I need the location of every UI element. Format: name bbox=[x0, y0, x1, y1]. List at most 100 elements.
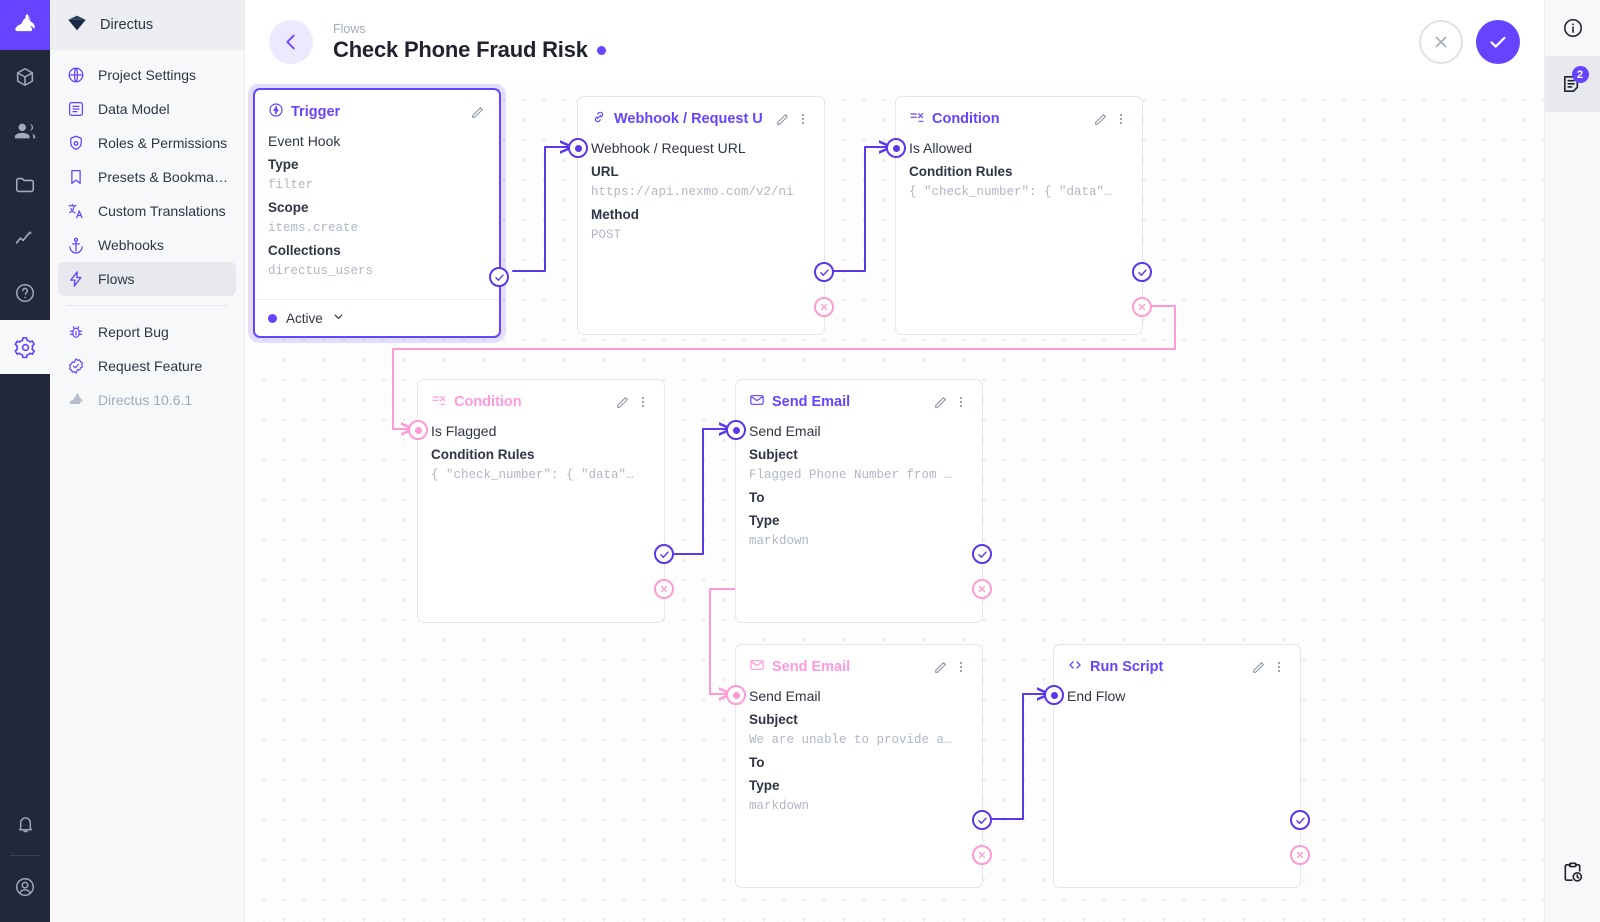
field-value: https://api.nexmo.com/v2/ni bbox=[591, 185, 794, 199]
sidebar-item-roles-permissions[interactable]: Roles & Permissions bbox=[58, 126, 236, 160]
field-value: markdown bbox=[749, 534, 810, 548]
port-in[interactable] bbox=[886, 138, 906, 158]
module-rail bbox=[0, 0, 50, 922]
port-reject[interactable] bbox=[814, 297, 834, 317]
edit-pencil-icon[interactable] bbox=[775, 111, 791, 127]
more-options-icon[interactable] bbox=[795, 111, 811, 127]
module-settings-icon[interactable] bbox=[0, 320, 50, 374]
rabbit-logo-icon[interactable] bbox=[0, 0, 50, 50]
cancel-button[interactable] bbox=[1419, 20, 1463, 64]
port-resolve[interactable] bbox=[972, 810, 992, 830]
node-type-label: Condition bbox=[932, 111, 1000, 127]
port-in[interactable] bbox=[408, 420, 428, 440]
flow-canvas[interactable]: Trigger Event Hook Type filter Scope it bbox=[245, 84, 1544, 922]
clipboard-clock-icon[interactable] bbox=[1545, 844, 1600, 900]
module-help-icon[interactable] bbox=[0, 266, 50, 320]
port-resolve[interactable] bbox=[972, 544, 992, 564]
more-options-icon[interactable] bbox=[953, 394, 969, 410]
revisions-icon[interactable]: 2 bbox=[1544, 56, 1600, 112]
module-content-icon[interactable] bbox=[0, 50, 50, 104]
sidebar-item-request-feature[interactable]: Request Feature bbox=[58, 349, 236, 383]
node-header: Condition bbox=[896, 97, 1142, 135]
node-body: Event Hook Type filter Scope items.creat… bbox=[255, 128, 499, 295]
sidebar-item-label: Report Bug bbox=[98, 324, 169, 340]
settings-sidebar: Directus Project Settings Data Model bbox=[50, 0, 245, 922]
sidebar-version-label: Directus 10.6.1 bbox=[98, 392, 193, 408]
rail-divider bbox=[10, 855, 40, 856]
notifications-bell-icon[interactable] bbox=[0, 797, 50, 851]
field-key: Type bbox=[749, 778, 780, 793]
condition-icon bbox=[909, 109, 925, 129]
flow-node-webhook[interactable]: Webhook / Request U Webhook / Request UR… bbox=[568, 96, 834, 335]
port-reject[interactable] bbox=[654, 579, 674, 599]
sidebar-item-label: Data Model bbox=[98, 101, 170, 117]
node-type: Webhook / Request U bbox=[591, 109, 763, 129]
edit-pencil-icon[interactable] bbox=[1251, 659, 1267, 675]
flow-node-condition-allowed[interactable]: Condition Is Allowed Condition Rules { "… bbox=[886, 96, 1152, 335]
edit-pencil-icon[interactable] bbox=[933, 394, 949, 410]
trigger-status-label: Active bbox=[286, 310, 323, 326]
module-users-icon[interactable] bbox=[0, 104, 50, 158]
edit-pencil-icon[interactable] bbox=[470, 104, 486, 120]
module-files-icon[interactable] bbox=[0, 158, 50, 212]
port-in[interactable] bbox=[726, 420, 746, 440]
sidebar-item-data-model[interactable]: Data Model bbox=[58, 92, 236, 126]
flow-node-condition-flagged[interactable]: Condition Is Flagged Condition Rules { "… bbox=[408, 379, 674, 623]
field-key: Subject bbox=[749, 712, 798, 727]
node-type-label: Condition bbox=[454, 394, 522, 410]
sidebar-item-flows[interactable]: Flows bbox=[58, 262, 236, 296]
info-circle-icon[interactable] bbox=[1545, 0, 1600, 56]
port-resolve[interactable] bbox=[814, 262, 834, 282]
revisions-badge: 2 bbox=[1571, 66, 1589, 83]
port-resolve[interactable] bbox=[1132, 262, 1152, 282]
main-area: Flows Check Phone Fraud Risk bbox=[245, 0, 1600, 922]
more-options-icon[interactable] bbox=[635, 394, 651, 410]
save-button[interactable] bbox=[1476, 20, 1520, 64]
more-options-icon[interactable] bbox=[953, 659, 969, 675]
flow-node-send-email-flagged[interactable]: Send Email Send Email Subject Flagged Ph… bbox=[726, 379, 992, 623]
port-resolve[interactable] bbox=[489, 267, 509, 287]
sidebar-header-title: Directus bbox=[100, 17, 154, 33]
port-resolve[interactable] bbox=[1290, 810, 1310, 830]
edit-pencil-icon[interactable] bbox=[1093, 111, 1109, 127]
breadcrumb[interactable]: Flows bbox=[333, 22, 366, 36]
node-type-label: Webhook / Request U bbox=[614, 111, 763, 127]
status-dot bbox=[268, 313, 277, 323]
sidebar-divider bbox=[66, 305, 228, 306]
node-type-label: Run Script bbox=[1090, 659, 1164, 675]
flow-node-send-email-unable[interactable]: Send Email Send Email Subject We are una… bbox=[726, 644, 992, 888]
sidebar-item-presets-bookmarks[interactable]: Presets & Bookmar… bbox=[58, 160, 236, 194]
title-block: Flows Check Phone Fraud Risk bbox=[333, 21, 606, 63]
node-type: Condition bbox=[909, 109, 1000, 129]
translate-icon bbox=[66, 201, 86, 221]
code-icon bbox=[1067, 657, 1083, 677]
sidebar-item-webhooks[interactable]: Webhooks bbox=[58, 228, 236, 262]
more-options-icon[interactable] bbox=[1271, 659, 1287, 675]
field-key: To bbox=[749, 755, 765, 770]
port-reject[interactable] bbox=[972, 579, 992, 599]
field-key: Condition Rules bbox=[909, 164, 1013, 179]
module-insights-icon[interactable] bbox=[0, 212, 50, 266]
sidebar-item-custom-translations[interactable]: Custom Translations bbox=[58, 194, 236, 228]
port-in[interactable] bbox=[1044, 685, 1064, 705]
back-button[interactable] bbox=[269, 20, 313, 64]
port-reject[interactable] bbox=[1290, 845, 1310, 865]
trigger-status-select[interactable]: Active bbox=[255, 299, 499, 336]
field-value: directus_users bbox=[268, 264, 374, 278]
flow-node-run-script[interactable]: Run Script End Flow bbox=[1044, 644, 1310, 888]
port-reject[interactable] bbox=[972, 845, 992, 865]
rabbit-icon bbox=[66, 390, 86, 410]
sidebar-item-report-bug[interactable]: Report Bug bbox=[58, 315, 236, 349]
condition-icon bbox=[431, 392, 447, 412]
sidebar-item-project-settings[interactable]: Project Settings bbox=[58, 58, 236, 92]
flow-node-trigger[interactable]: Trigger Event Hook Type filter Scope it bbox=[253, 88, 509, 338]
account-circle-icon[interactable] bbox=[0, 860, 50, 914]
edit-pencil-icon[interactable] bbox=[933, 659, 949, 675]
port-in[interactable] bbox=[568, 138, 588, 158]
edit-pencil-icon[interactable] bbox=[615, 394, 631, 410]
flow-header: Flows Check Phone Fraud Risk bbox=[245, 0, 1544, 84]
port-resolve[interactable] bbox=[654, 544, 674, 564]
more-options-icon[interactable] bbox=[1113, 111, 1129, 127]
port-reject[interactable] bbox=[1132, 297, 1152, 317]
port-in[interactable] bbox=[726, 685, 746, 705]
